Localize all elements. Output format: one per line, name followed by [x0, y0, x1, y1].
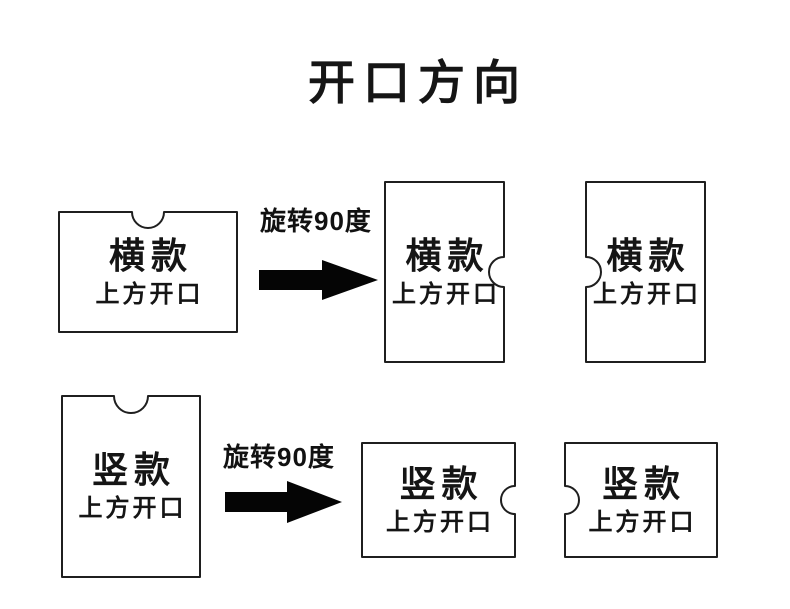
card-label: 竖款 — [91, 449, 176, 490]
right-arrow-icon — [225, 481, 342, 523]
rotate-90-label: 旋转90度 — [260, 206, 372, 236]
card-outline-top-notch-icon — [58, 211, 238, 333]
card-sublabel: 上方开口 — [78, 495, 187, 522]
card-horizontal-rotated-right-notch: 横款 上方开口 — [384, 181, 505, 363]
card-outline-right-notch-icon — [384, 181, 505, 363]
card-label: 竖款 — [399, 462, 484, 504]
card-horizontal-original: 横款 上方开口 — [58, 211, 238, 333]
card-text: 横款 上方开口 — [585, 181, 706, 363]
card-outline-right-notch-icon — [361, 442, 516, 558]
card-sublabel: 上方开口 — [588, 508, 697, 536]
card-vertical-rotated-left-notch: 竖款 上方开口 — [564, 442, 718, 558]
card-outline-top-notch-icon — [61, 395, 201, 578]
card-sublabel: 上方开口 — [386, 508, 494, 536]
card-text: 竖款 上方开口 — [564, 442, 718, 558]
card-text: 竖款 上方开口 — [61, 395, 201, 578]
card-outline-left-notch-icon — [564, 442, 718, 558]
card-outline-left-notch-icon — [585, 181, 706, 363]
card-label: 横款 — [606, 234, 691, 276]
card-label: 横款 — [108, 234, 193, 276]
card-label: 竖款 — [601, 462, 686, 504]
rotate-90-label: 旋转90度 — [223, 442, 335, 472]
right-arrow-icon — [259, 260, 378, 300]
card-sublabel: 上方开口 — [392, 280, 500, 308]
card-sublabel: 上方开口 — [95, 280, 204, 308]
card-text: 竖款 上方开口 — [361, 442, 516, 558]
card-vertical-original: 竖款 上方开口 — [61, 395, 201, 578]
page-title: 开口方向 — [308, 56, 528, 109]
card-sublabel: 上方开口 — [593, 280, 701, 308]
card-vertical-rotated-right-notch: 竖款 上方开口 — [361, 442, 516, 558]
card-horizontal-rotated-left-notch: 横款 上方开口 — [585, 181, 706, 363]
card-text: 横款 上方开口 — [384, 181, 505, 363]
card-text: 横款 上方开口 — [58, 211, 238, 333]
card-label: 横款 — [405, 234, 490, 276]
